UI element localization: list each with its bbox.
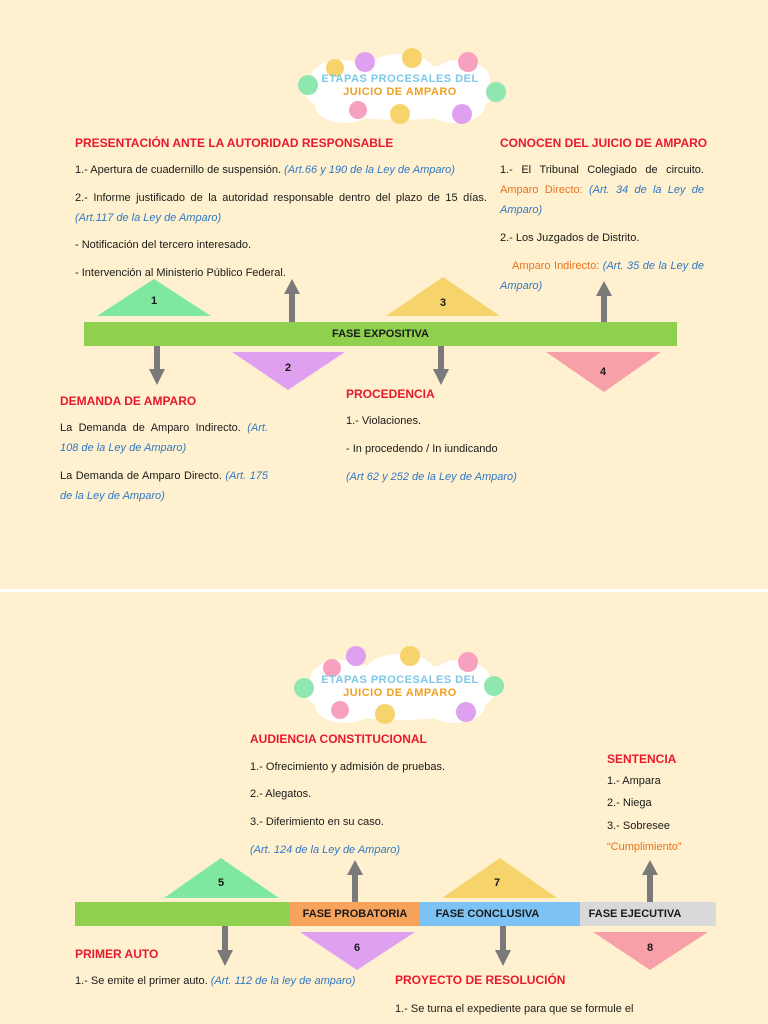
demanda-item-2: La Demanda de Amparo Directo. (Art. 175 …: [60, 466, 268, 506]
triangle-1-label: 1: [150, 295, 158, 307]
audiencia-ref: (Art. 124 de la Ley de Amparo): [250, 844, 401, 856]
triangle-3-label: 3: [439, 297, 447, 309]
presentacion-item-1: 1.- Apertura de cuadernillo de suspensió…: [75, 160, 495, 180]
demanda-heading: DEMANDA DE AMPARO: [60, 394, 197, 408]
cloud-shape-page2: [294, 646, 504, 724]
arrows-page1: [149, 279, 612, 385]
triangle-6: [300, 932, 415, 970]
sentencia-item-1: 1.- Ampara: [607, 775, 661, 787]
triangle-4-label: 4: [599, 366, 607, 378]
fase-ejecutiva-label: FASE EJECUTIVA: [588, 908, 682, 920]
conocen-item-2: 2.- Los Juzgados de Distrito.: [500, 232, 640, 244]
primer-auto-heading: PRIMER AUTO: [75, 947, 159, 961]
demanda-item-2-text: La Demanda de Amparo Directo.: [60, 470, 222, 482]
audiencia-item-3: 3.- Diferimiento en su caso.: [250, 816, 384, 828]
fase-conclusiva-bar: [420, 902, 580, 926]
cloud-title-line2: JUICIO DE AMPARO: [343, 86, 457, 98]
primer-auto-item-1-text: 1.- Se emite el primer auto.: [75, 975, 208, 987]
demanda-item-1: La Demanda de Amparo Indirecto. (Art. 10…: [60, 418, 268, 458]
conocen-item-1-label: Amparo Directo:: [500, 184, 583, 196]
conocen-heading: CONOCEN DEL JUICIO DE AMPARO: [500, 136, 708, 150]
triangle-6-label: 6: [353, 942, 361, 954]
triangle-7-label: 7: [493, 877, 501, 889]
triangle-7: [442, 858, 557, 898]
presentacion-item-2: 2.- Informe justificado de la autoridad …: [75, 188, 487, 228]
triangle-2: [232, 352, 345, 390]
presentacion-item-2-ref: (Art.117 de la Ley de Amparo): [75, 212, 222, 224]
fase-probatoria-bar: [290, 902, 420, 926]
presentacion-item-1-text: 1.- Apertura de cuadernillo de suspensió…: [75, 164, 282, 176]
demanda-item-1-ref: (Art. 108 de la Ley de Amparo): [60, 422, 269, 454]
presentacion-item-3: - Notificación del tercero interesado.: [75, 239, 252, 251]
procedencia-heading: PROCEDENCIA: [346, 387, 435, 401]
sentencia-heading: SENTENCIA: [607, 752, 677, 766]
audiencia-item-1: 1.- Ofrecimiento y admisión de pruebas.: [250, 761, 446, 773]
cloud-title-page2: ETAPAS PROCESALES DEL JUICIO DE AMPARO: [300, 674, 500, 700]
triangle-8-label: 8: [646, 942, 654, 954]
triangle-3: [386, 277, 500, 316]
sentencia-item-2: 2.- Niega: [607, 797, 652, 809]
procedencia-item-1: 1.- Violaciones.: [346, 415, 422, 427]
procedencia-item-2: - In procedendo / In iundicando: [346, 443, 498, 455]
triangle-4: [546, 352, 661, 392]
cloud-title-line1: ETAPAS PROCESALES DEL: [321, 674, 479, 686]
audiencia-item-2: 2.- Alegatos.: [250, 788, 312, 800]
demanda-item-2-ref: (Art. 175 de la Ley de Amparo): [60, 470, 268, 502]
conocen-item-1-text: 1.- El Tribunal Colegiado de circuito.: [500, 164, 704, 176]
conocen-item-1: 1.- El Tribunal Colegiado de circuito. A…: [500, 160, 704, 220]
presentacion-item-1-ref: (Art.66 y 190 de la Ley de Amparo): [284, 164, 455, 176]
primer-auto-item-1-ref: (Art. 112 de la ley de amparo): [210, 975, 356, 987]
arrows-page2: [217, 860, 658, 966]
primer-auto-item-1: 1.- Se emite el primer auto. (Art. 112 d…: [75, 971, 367, 991]
conocen-item-2-detail: Amparo Indirecto: (Art. 35 de la Ley de …: [500, 256, 704, 296]
triangle-5: [164, 858, 279, 898]
sentencia-item-3: 3.- Sobresee: [607, 820, 670, 832]
cloud-title-line1: ETAPAS PROCESALES DEL: [321, 73, 479, 85]
cloud-shape-page1: [298, 48, 506, 124]
demanda-item-1-text: La Demanda de Amparo Indirecto.: [60, 422, 241, 434]
sentencia-cumplimiento: “Cumplimiento”: [607, 841, 682, 853]
audiencia-heading: AUDIENCIA CONSTITUCIONAL: [250, 732, 427, 746]
proyecto-heading: PROYECTO DE RESOLUCIÓN: [395, 973, 566, 987]
proyecto-item-1: 1.- Se turna el expediente para que se f…: [395, 1003, 634, 1015]
procedencia-ref: (Art 62 y 252 de la Ley de Amparo): [346, 471, 517, 483]
cloud-title-line2: JUICIO DE AMPARO: [343, 687, 457, 699]
fase-expositiva-label: FASE EXPOSITIVA: [332, 328, 429, 340]
fase-ejecutiva-bar: [580, 902, 716, 926]
conocen-item-2-ref: (Art. 35 de la Ley de Amparo): [500, 260, 705, 292]
fase-probatoria-label: FASE PROBATORIA: [302, 908, 408, 920]
conocen-item-1-ref: (Art. 34 de la Ley de Amparo): [500, 184, 704, 216]
triangle-1: [97, 279, 211, 316]
triangle-2-label: 2: [284, 362, 292, 374]
fase-expositiva-bar: [84, 322, 677, 346]
presentacion-item-2-text: 2.- Informe justificado de la autoridad …: [75, 192, 487, 204]
conocen-item-2-label: Amparo Indirecto:: [512, 260, 600, 272]
triangle-8: [593, 932, 708, 970]
presentacion-heading: PRESENTACIÓN ANTE LA AUTORIDAD RESPONSAB…: [75, 136, 394, 150]
presentacion-item-4: - Intervención al Ministerio Público Fed…: [75, 267, 286, 279]
fase-conclusiva-label: FASE CONCLUSIVA: [435, 908, 540, 920]
page-divider: [0, 589, 768, 592]
fase-inicial-bar: [75, 902, 290, 926]
cloud-title-page1: ETAPAS PROCESALES DEL JUICIO DE AMPARO: [300, 73, 500, 99]
triangle-5-label: 5: [217, 877, 225, 889]
